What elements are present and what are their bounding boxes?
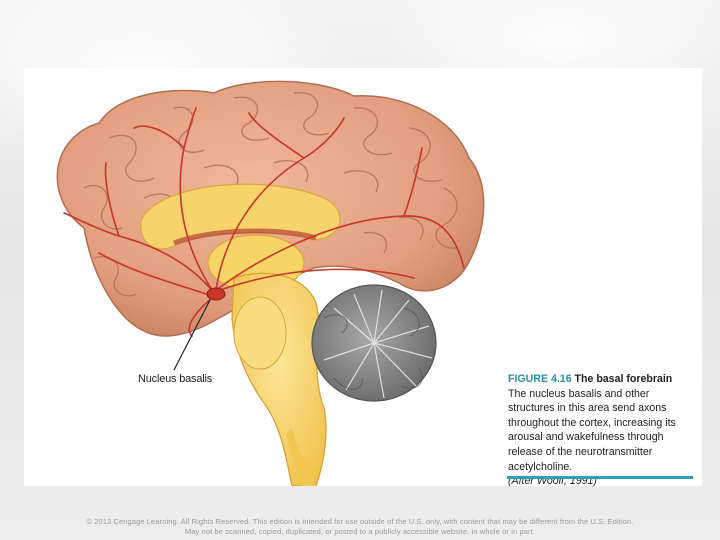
nucleus-basalis	[206, 287, 226, 301]
fornix	[173, 228, 317, 246]
pons	[233, 296, 287, 370]
copyright-footer: © 2013 Cengage Learning. All Rights Rese…	[0, 517, 720, 537]
nucleus-basalis-label: Nucleus basalis	[138, 373, 213, 385]
figure-number: FIGURE 4.16	[508, 373, 572, 385]
brain-illustration	[56, 80, 485, 486]
cholinergic-axons	[63, 107, 465, 337]
medulla	[286, 428, 316, 486]
slide-panel: Nucleus basalis FIGURE 4.16 The basal fo…	[24, 68, 702, 489]
figure-body: The nucleus basalis and other structures…	[508, 387, 676, 473]
copyright-line-2: May not be scanned, copied, duplicated, …	[184, 527, 535, 536]
caption-rule	[507, 476, 693, 479]
figure-caption: FIGURE 4.16 The basal forebrain The nucl…	[508, 372, 696, 489]
cerebellum	[311, 284, 437, 402]
label-pointer	[173, 299, 211, 371]
figure-title: The basal forebrain	[574, 373, 673, 385]
copyright-line-1: © 2013 Cengage Learning. All Rights Rese…	[86, 517, 634, 526]
